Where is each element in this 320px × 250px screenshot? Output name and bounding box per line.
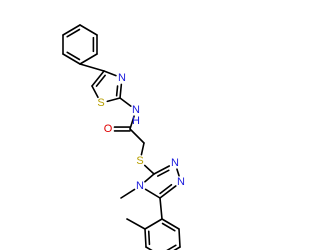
double-bond-outer (91, 70, 105, 87)
double-bond-outer (62, 24, 81, 36)
atom-amide-nh: NH (132, 104, 140, 127)
atom-triazole-n4: N (136, 180, 144, 192)
single-bond (120, 188, 136, 199)
atom-label-thioether-s: S (136, 155, 143, 167)
single-bond (103, 70, 117, 77)
single-bond (178, 228, 181, 248)
double-bond-inner (66, 51, 81, 61)
double-bond-outer (119, 83, 123, 99)
single-bond (176, 168, 180, 177)
atom-label-amide-nh: N (132, 104, 140, 116)
single-bond (91, 85, 99, 99)
atom-label-carbonyl-o: O (104, 123, 113, 135)
single-bond (144, 218, 163, 230)
atom-hydrogen-amide-nh: H (132, 115, 140, 127)
single-bond (106, 97, 121, 103)
double-bond-outer (173, 246, 181, 250)
double-bond-outer (144, 228, 147, 248)
atom-thioether-s: S (136, 155, 143, 167)
single-bond (159, 197, 163, 220)
atom-thiazole-s: S (97, 97, 104, 109)
atom-triazole-n2: N (171, 157, 179, 169)
atom-triazole-n1: N (177, 176, 185, 188)
bond-layer (62, 24, 181, 250)
double-bond-inner (95, 74, 106, 87)
atom-label-triazole-n2: N (171, 157, 179, 169)
single-bond (144, 188, 161, 199)
single-bond (79, 63, 105, 72)
double-bond-inner (157, 169, 170, 177)
double-bond-outer (161, 218, 180, 230)
single-bond (119, 97, 132, 107)
single-bond (126, 218, 146, 230)
double-bond-inner (166, 244, 177, 250)
single-bond (129, 128, 145, 144)
double-bond-inner (66, 28, 81, 38)
atom-label-thiazole-s: S (97, 97, 104, 109)
single-bond (79, 53, 98, 65)
double-bond-inner (147, 230, 151, 246)
single-bond (144, 173, 155, 183)
single-bond (140, 142, 145, 156)
double-bond-outer (62, 53, 81, 65)
double-bond-outer (153, 165, 171, 175)
atom-label-triazole-n4: N (136, 180, 144, 192)
double-bond-inner (115, 85, 119, 97)
atom-carbonyl-o: O (104, 123, 113, 135)
double-bond-outer (159, 185, 177, 199)
atom-label-triazole-n1: N (177, 176, 185, 188)
single-bond (143, 164, 155, 175)
double-bond-inner (161, 222, 176, 232)
atom-label-thiazole-n: N (118, 72, 126, 84)
single-bond (145, 246, 153, 250)
double-bond-inner (159, 183, 173, 195)
single-bond (79, 24, 98, 36)
atom-thiazole-n: N (118, 72, 126, 84)
